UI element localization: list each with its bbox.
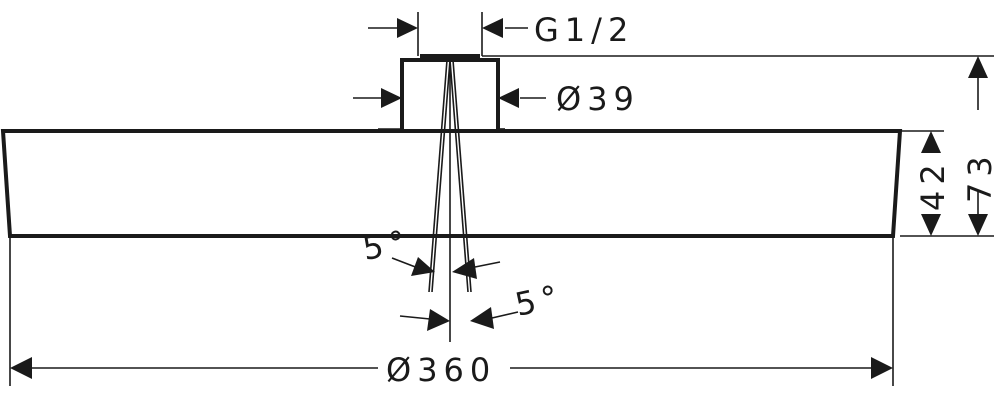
arrow-down (968, 214, 988, 236)
tilt-right-label: 5° (512, 277, 567, 324)
tilt-left-label: 5° (360, 222, 414, 268)
arrow-up (968, 56, 988, 78)
total-height-label: 73 (961, 150, 999, 203)
arrow-right (411, 257, 435, 276)
tilt-left-dimension: 5° (360, 222, 501, 279)
thread-dimension: G1/2 (368, 11, 634, 56)
arrow-left (10, 357, 32, 379)
arrow-left (482, 18, 503, 38)
arrow-left (498, 88, 519, 108)
arrow-up (921, 131, 941, 153)
arrow-left (452, 258, 477, 279)
connector-diameter-dimension: Ø39 (353, 80, 640, 118)
overall-diameter-label: Ø360 (386, 351, 496, 389)
connector-diameter-label: Ø39 (556, 80, 640, 118)
arrow-down (921, 214, 941, 236)
shower-head-body (0, 129, 903, 238)
arrow-right (871, 357, 893, 379)
total-height-dimension: 73 (482, 55, 999, 237)
tilt-axis-lines (428, 59, 472, 342)
overall-diameter-dimension: Ø360 (9, 238, 894, 389)
arrow-right (397, 18, 418, 38)
arrow-right (427, 309, 450, 331)
body-height-label: 42 (914, 158, 952, 211)
thread-label: G1/2 (534, 11, 634, 49)
tilt-right-dimension: 5° (399, 277, 567, 331)
arrow-left (470, 307, 494, 329)
connector (378, 54, 505, 131)
arrow-right (381, 88, 402, 108)
body-height-dimension: 42 (900, 130, 952, 236)
